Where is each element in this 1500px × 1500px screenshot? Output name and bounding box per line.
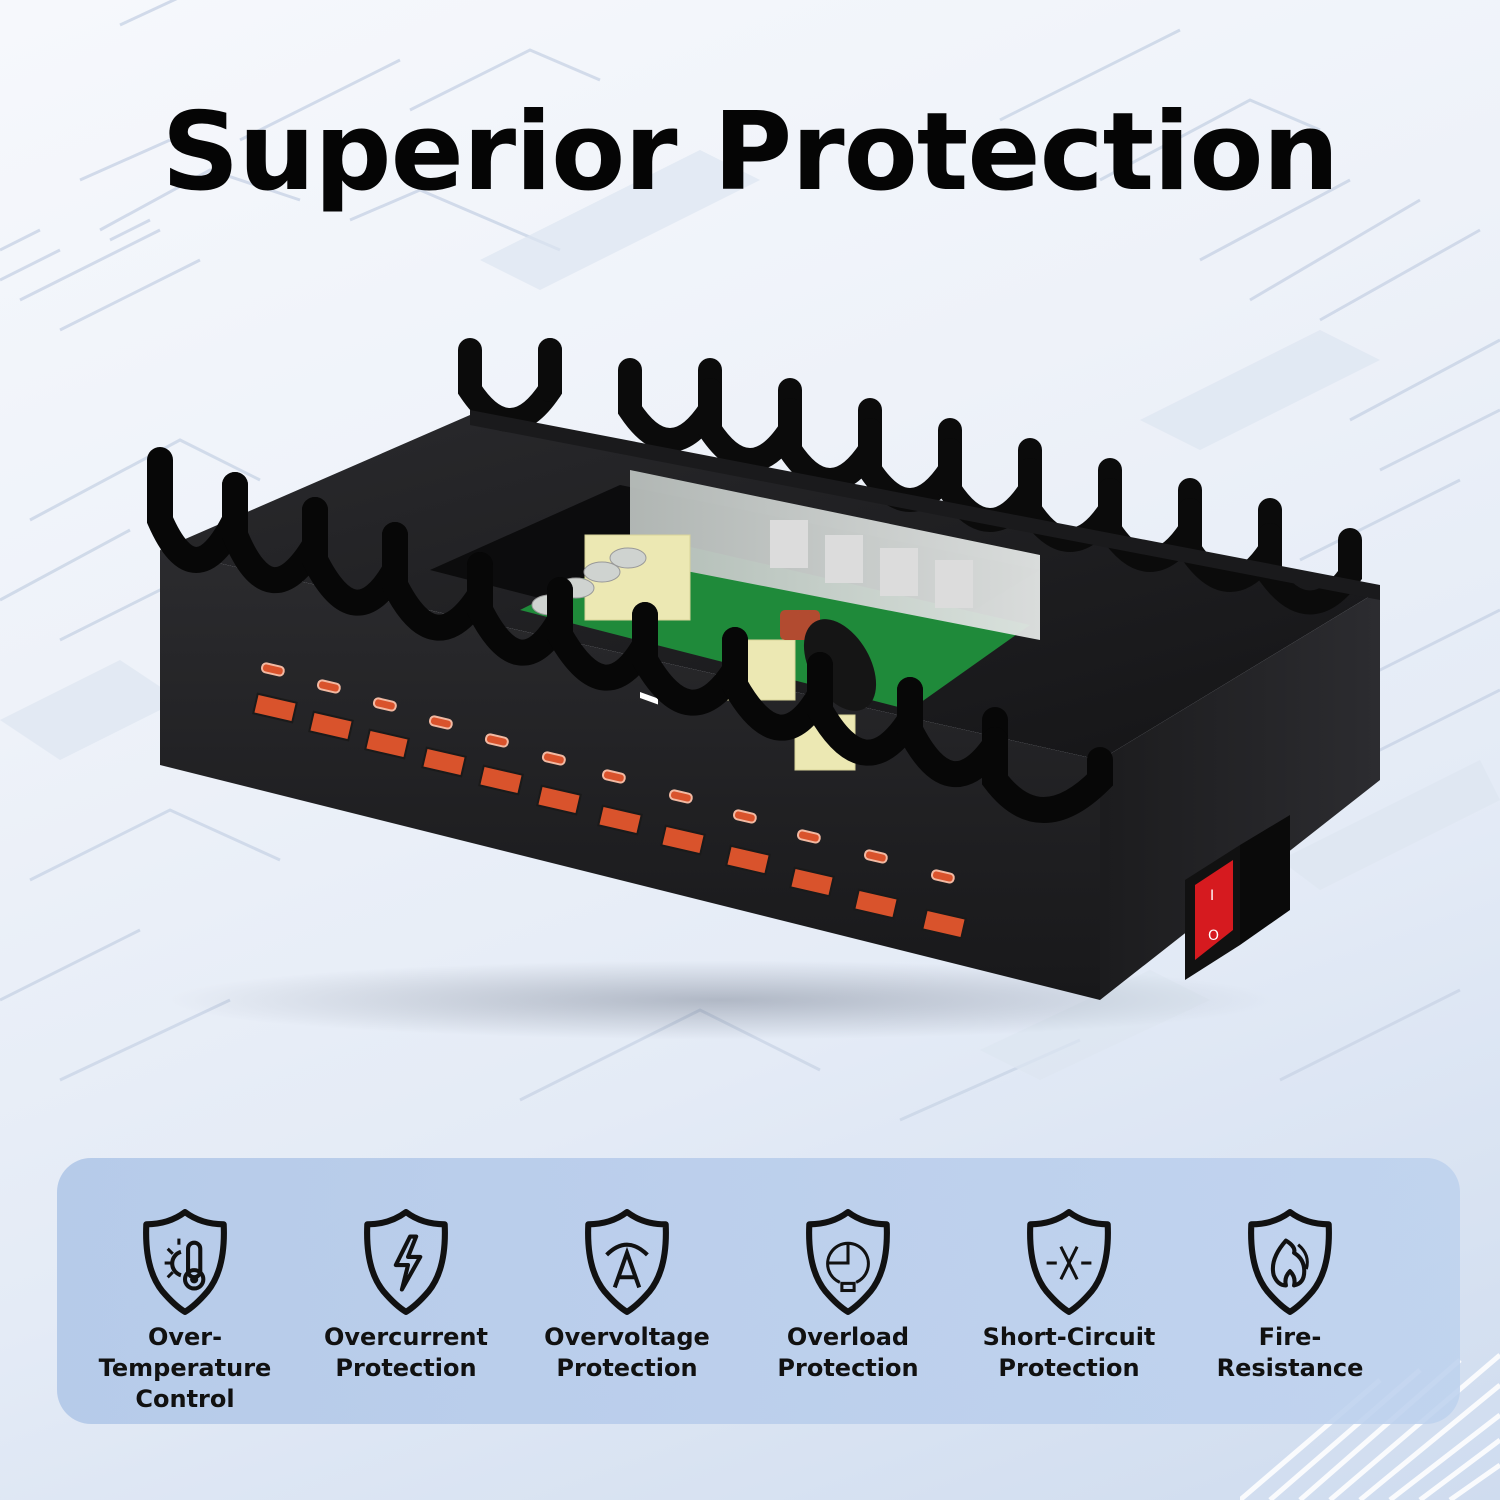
lightning-shield-icon [364, 1209, 448, 1315]
features-panel: Over-Temperature Control Overcurrent Pro… [57, 1158, 1460, 1424]
page-title: Superior Protection [161, 90, 1340, 215]
power-switch: I O [1185, 815, 1290, 980]
feature-label: Overload Protection [777, 1323, 919, 1382]
feature-over-temperature: Over-Temperature Control [75, 1206, 295, 1424]
feature-overcurrent: Overcurrent Protection [296, 1206, 516, 1424]
charging-station-image: I O [147, 338, 1380, 1000]
feature-label: Short-Circuit Protection [982, 1323, 1156, 1382]
svg-text:O: O [1208, 928, 1219, 944]
feature-fire-resistance: Fire- Resistance [1180, 1206, 1400, 1424]
svg-text:I: I [1210, 888, 1214, 904]
short-circuit-shield-icon [1027, 1209, 1111, 1315]
feature-label: Overcurrent Protection [324, 1323, 488, 1382]
feature-overload: Overload Protection [738, 1206, 958, 1424]
thermometer-shield-icon [143, 1209, 227, 1315]
gauge-shield-icon [806, 1209, 890, 1315]
feature-short-circuit: Short-Circuit Protection [959, 1206, 1179, 1424]
feature-label: Over-Temperature Control [98, 1323, 272, 1413]
feature-label: Fire- Resistance [1216, 1323, 1364, 1382]
voltmeter-shield-icon [585, 1209, 669, 1315]
feature-overvoltage: Overvoltage Protection [517, 1206, 737, 1424]
flame-shield-icon [1248, 1209, 1332, 1315]
usb-c-ports [260, 662, 955, 884]
usb-a-ports [252, 692, 967, 940]
feature-label: Overvoltage Protection [544, 1323, 710, 1382]
